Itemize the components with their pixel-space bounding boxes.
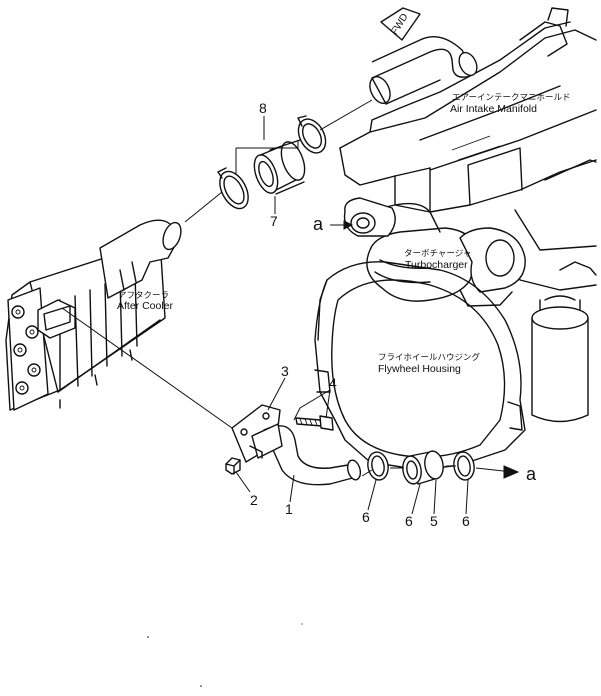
callout-2: 2 [250,492,258,508]
callout-6-middle: 6 [405,513,413,529]
stray-dot [301,623,303,625]
hose-7-assembly [217,115,327,210]
callout-7: 7 [270,213,278,229]
air-intake-manifold-jp: エアーインテークマニホールド [452,92,571,102]
callout-3: 3 [281,363,289,379]
hose-5 [402,450,444,485]
callout-8: 8 [259,100,267,116]
callout-5: 5 [430,513,438,529]
callout-4: 4 [329,375,337,391]
callout-6-right: 6 [462,513,470,529]
callout-6-left: 6 [362,509,370,525]
air-intake-manifold-en: Air Intake Manifold [450,103,537,115]
air-intake-pipe [369,36,478,105]
oil-filter [531,295,589,423]
clamp-6-left [367,451,389,481]
pipe-1-assembly [225,404,362,486]
flywheel-housing-jp: フライホイールハウジング [378,352,481,362]
turbocharger [343,197,526,307]
stray-dot [200,685,202,687]
reference-a-hose: a [526,464,537,484]
after-cooler [5,219,182,411]
clamp-6-right [453,451,475,481]
after-cooler-jp: アフタクーラ [118,290,169,300]
nut-2 [225,457,241,475]
stray-dot [147,636,149,638]
clamp-8-right [297,115,327,154]
leader-lines [61,99,520,515]
flywheel-housing-en: Flywheel Housing [378,363,461,375]
bolt-4 [295,415,334,431]
turbocharger-jp: ターボチャージャ [404,248,471,258]
clamp-8-left [217,167,249,210]
callout-1: 1 [285,501,293,517]
reference-a-turbo: a [313,214,324,234]
turbocharger-en: Turbocharger [405,259,468,271]
fwd-direction-tag: FWD [380,7,421,41]
after-cooler-en: After Cooler [117,300,174,312]
